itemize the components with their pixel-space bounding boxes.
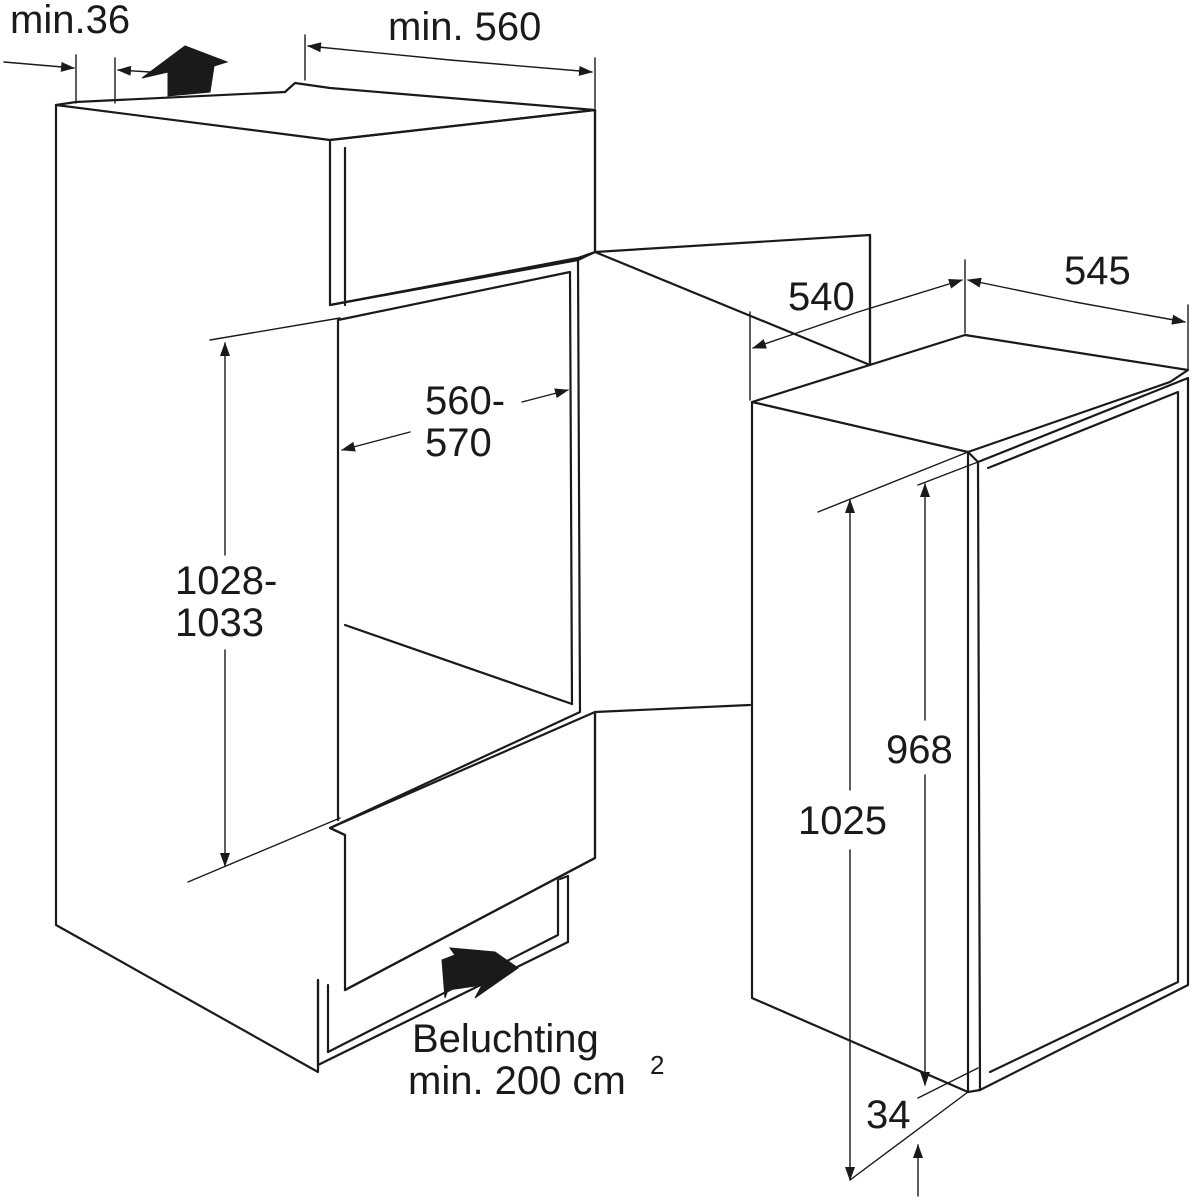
dim-appliance-width — [967, 277, 1189, 371]
cabinet-top — [54, 81, 597, 112]
label-appliance-height: 1025 — [798, 799, 887, 843]
label-top-gap: min.36 — [10, 0, 130, 42]
vent-arrow-up-icon — [141, 45, 229, 97]
cabinet-niche — [54, 81, 872, 1074]
dim-inner-width — [341, 388, 569, 452]
dim-niche-width — [304, 34, 596, 109]
label-ventilation-a: Beluchting — [412, 1017, 599, 1061]
appliance-top — [750, 333, 1190, 454]
label-niche-height-b: 1033 — [175, 601, 264, 645]
label-niche-height-a: 1028- — [175, 559, 277, 603]
dim-appliance-height — [817, 451, 969, 1181]
label-door-height: 968 — [886, 728, 953, 772]
niche-opening — [328, 258, 582, 830]
label-ventilation-sup: 2 — [650, 1050, 664, 1080]
label-door-thickness: 34 — [866, 1093, 911, 1137]
appliance-door — [976, 376, 1190, 1092]
label-inner-width-a: 560- — [425, 379, 505, 423]
appliance — [750, 333, 1190, 1094]
dim-top-gap — [3, 54, 151, 104]
dim-door-height — [917, 461, 979, 1086]
label-appliance-depth: 540 — [788, 275, 855, 319]
dim-niche-height — [187, 317, 341, 883]
label-inner-width-b: 570 — [425, 421, 492, 465]
label-appliance-width: 545 — [1064, 249, 1131, 293]
cabinet-top-edge — [54, 103, 597, 142]
label-ventilation-b: min. 200 cm — [408, 1059, 626, 1103]
vent-arrow-in-icon — [441, 947, 519, 999]
plinth — [316, 874, 570, 1067]
appliance-side — [750, 400, 970, 1094]
dim-appliance-depth — [749, 259, 966, 401]
label-niche-width: min. 560 — [388, 5, 541, 49]
dim-door-thickness — [913, 1067, 979, 1197]
